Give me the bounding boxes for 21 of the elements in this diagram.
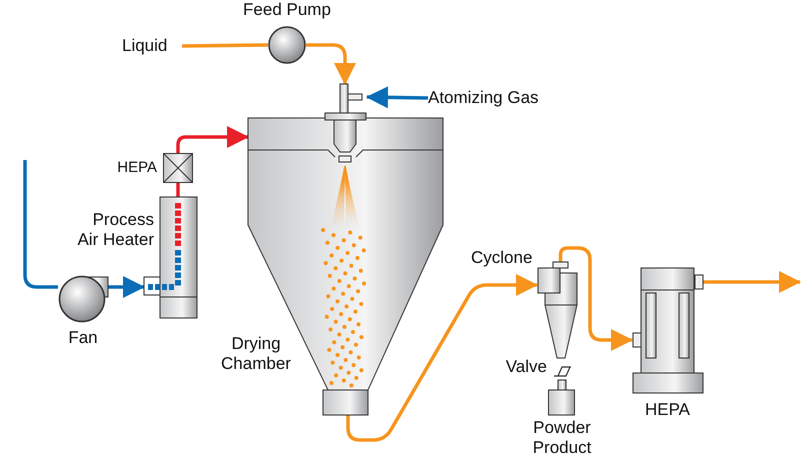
filter-label: HEPA <box>116 159 157 176</box>
pipe-line <box>176 183 180 197</box>
pipe-arrow <box>176 126 249 153</box>
fan-label: Fan <box>67 328 99 348</box>
stream-label: Liquid <box>122 36 182 56</box>
pipe-arrow <box>306 43 356 85</box>
product-label: Powder Product <box>532 418 592 458</box>
heater-label: Process Air Heater <box>76 210 154 250</box>
pipe-arrow <box>558 246 633 351</box>
stream-label: Atomizing Gas <box>428 88 568 108</box>
pipe-line <box>182 43 268 48</box>
valve-label: Valve <box>504 357 547 377</box>
pump-label: Feed Pump <box>242 0 332 20</box>
pipe-arrow <box>703 271 801 293</box>
pipe-arrow <box>108 276 145 298</box>
chamber-label: Drying Chamber <box>220 334 292 374</box>
pipe-arrow <box>346 274 538 442</box>
cyclone-label: Cyclone <box>471 248 534 268</box>
pipe-line <box>23 160 58 289</box>
pipe-arrow <box>366 86 428 108</box>
filter-label: HEPA <box>644 400 692 420</box>
